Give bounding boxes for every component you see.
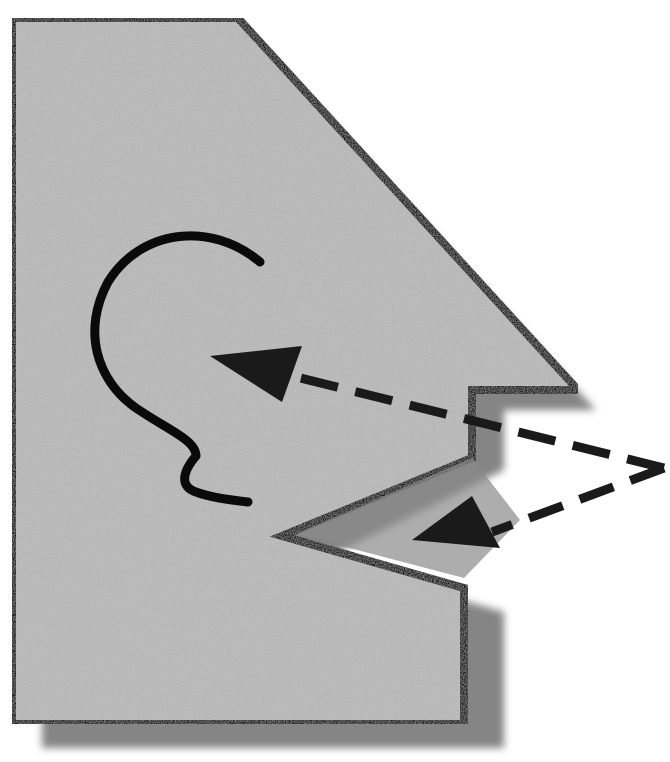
outgoing-arrow-shaft (492, 468, 664, 532)
